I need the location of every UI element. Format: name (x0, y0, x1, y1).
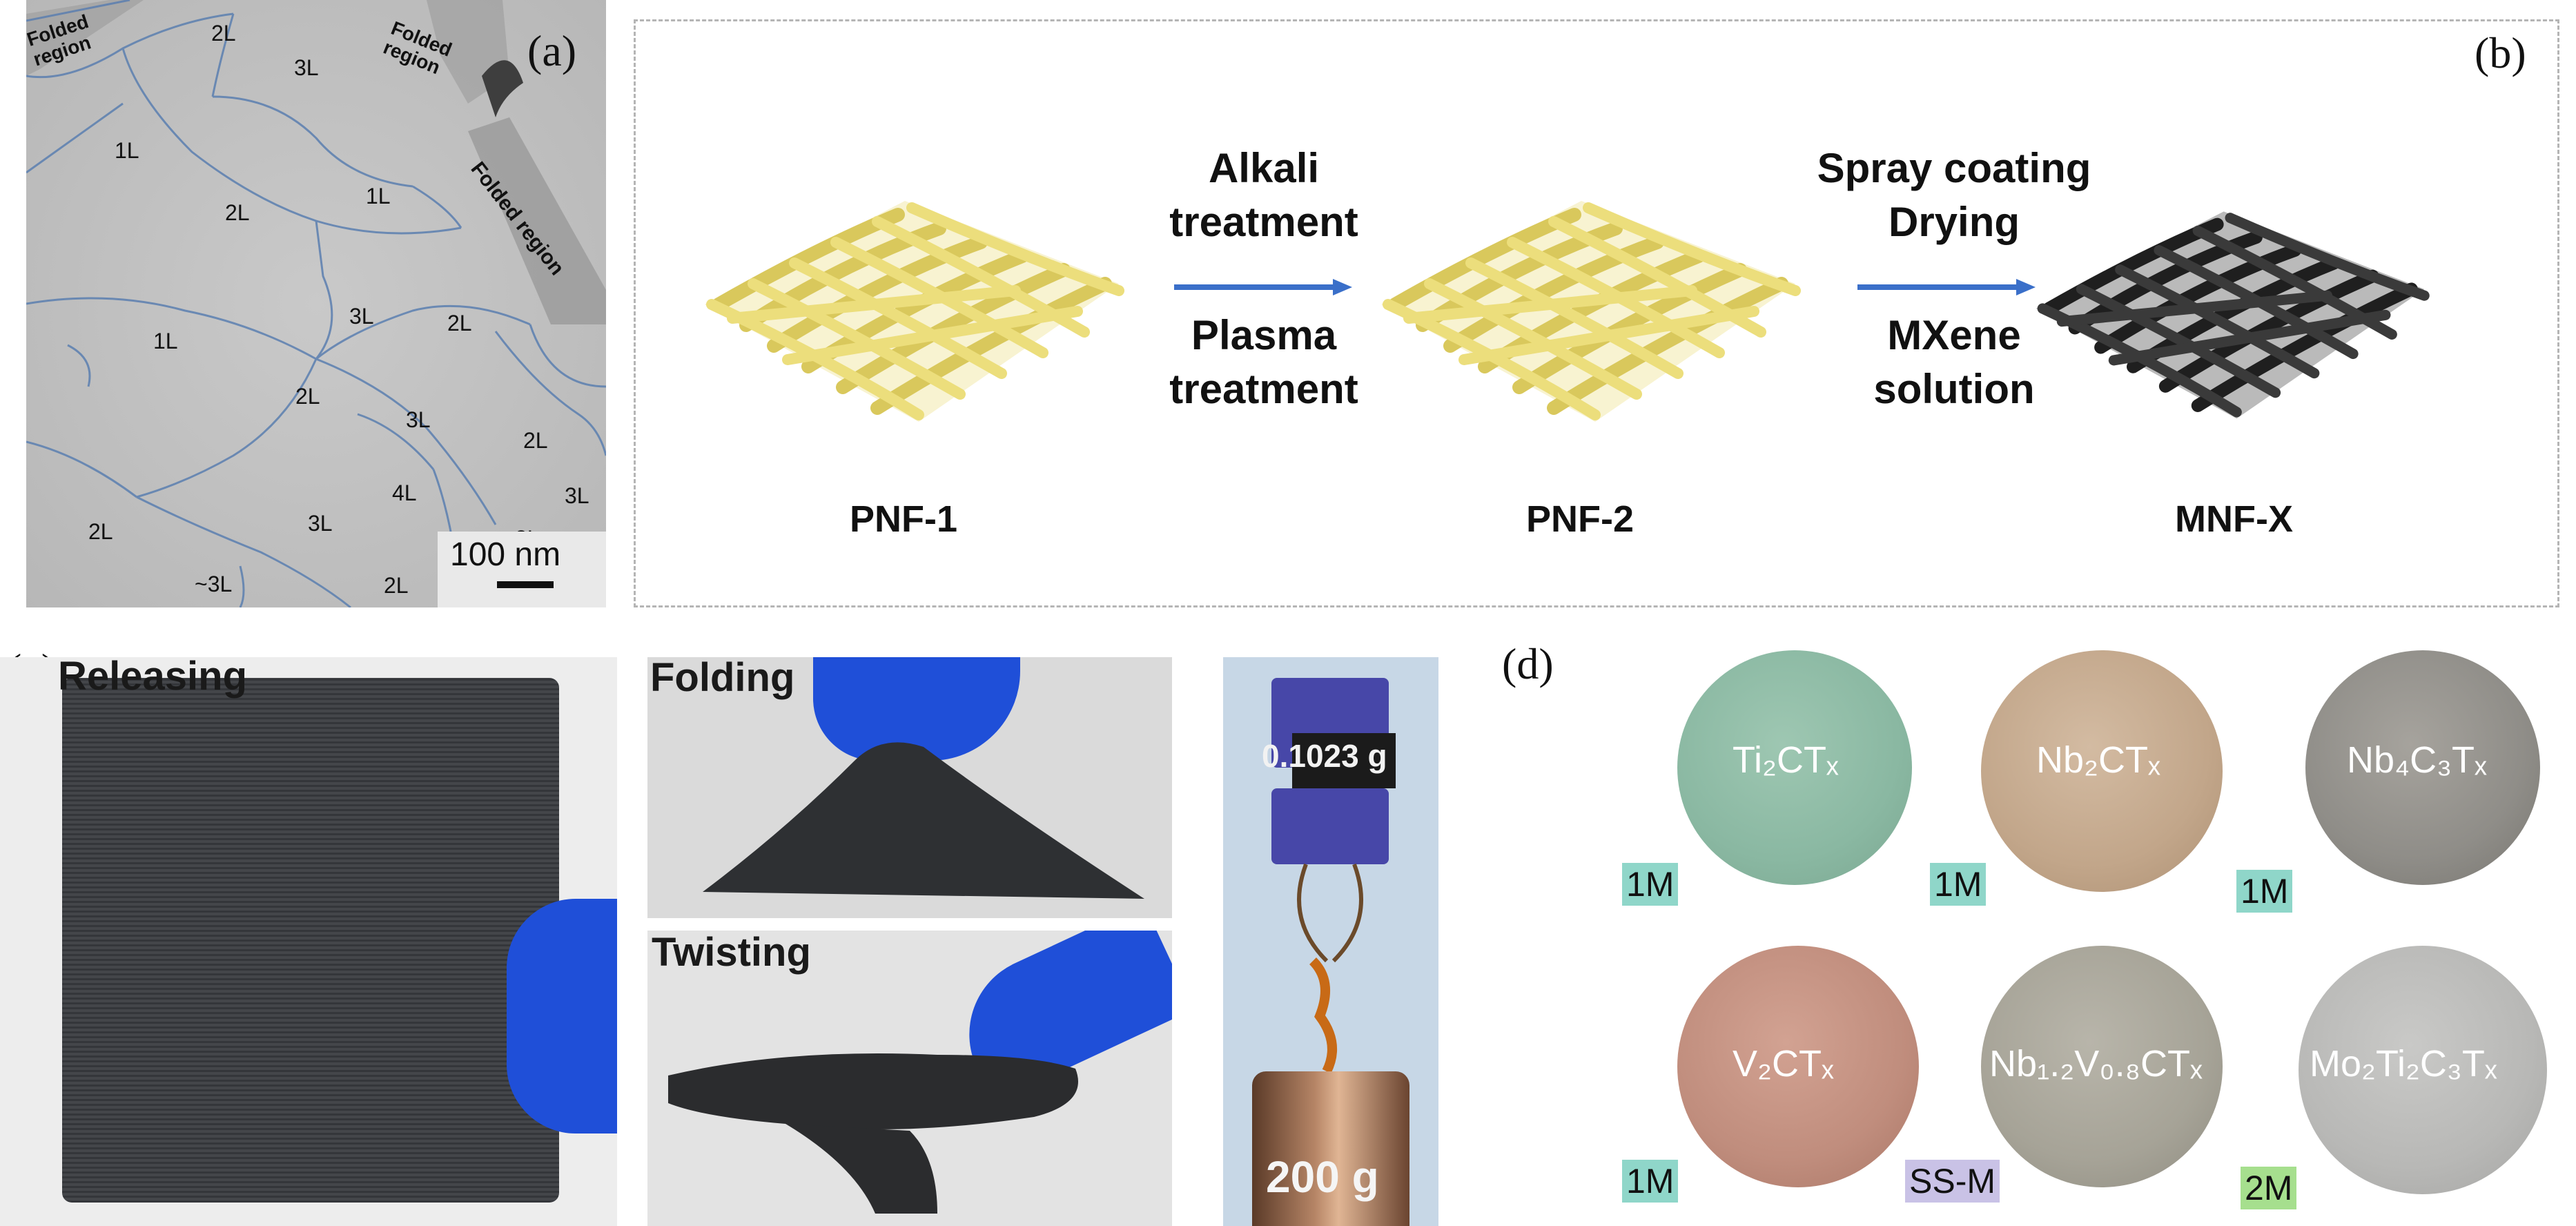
layer-label: 2L (523, 428, 548, 453)
disc-tag: 1M (1622, 1160, 1679, 1203)
panel-label-d: (d) (1502, 639, 1554, 688)
disc-formula: Nb₁.₂V₀.₈CTₓ (1989, 1043, 2203, 1084)
mxene-disc-nb4c3tx (2305, 650, 2540, 885)
photo-folding: Folding (647, 657, 1172, 918)
disc-tag: 1M (1930, 863, 1987, 906)
mnf-x-mat-icon (2036, 211, 2430, 419)
clip-bottom (1271, 788, 1389, 864)
disc-formula: Mo₂Ti₂C₃Tₓ (2310, 1043, 2497, 1084)
layer-label: 1L (366, 184, 391, 208)
fabric-sheet (62, 678, 559, 1203)
step1-bottom-line1: Plasma (1191, 312, 1337, 358)
mxene-disc-ti2ctx (1677, 650, 1912, 885)
caption-releasing: Releasing (58, 657, 247, 699)
layer-label: 1L (115, 138, 139, 163)
disc-formula: Nb₂CTₓ (2036, 739, 2160, 781)
mxene-disc-mo2ti2c3tx (2299, 946, 2547, 1194)
panel-label-b: (b) (2475, 28, 2526, 77)
step2-bottom-line2: solution (1873, 366, 2035, 412)
photo-weight-test: 0.1023 g 200 g (1223, 657, 1438, 1226)
panel-d-discs: Ti₂CTₓ 1M Nb₂CTₓ 1M Nb₄C₃Tₓ 1M V₂CTₓ 1M … (1608, 635, 2575, 1226)
layer-label: 3L (565, 483, 589, 508)
string (1297, 863, 1363, 1074)
arrow-right-icon (1857, 279, 2036, 295)
photo-releasing: Releasing (0, 657, 617, 1226)
caption-folding: Folding (650, 657, 795, 700)
layer-label: 1L (153, 329, 178, 353)
disc-tag: 1M (1622, 863, 1679, 906)
tem-image (26, 0, 606, 607)
weight-cylinder (1252, 1071, 1409, 1226)
mnf-x-label: MNF-X (2175, 498, 2293, 540)
scale-bar-label: 100 nm (450, 536, 561, 573)
pnf-2-label: PNF-2 (1526, 498, 1635, 540)
layer-label: 2L (447, 311, 472, 335)
layer-label: ~3L (195, 572, 233, 596)
disc-tag: SS-M (1905, 1160, 2000, 1203)
pnf-1-label: PNF-1 (850, 498, 958, 540)
glove (507, 899, 617, 1133)
disc-formula: Nb₄C₃Tₓ (2347, 739, 2487, 781)
pnf-1-mat-icon (705, 201, 1124, 422)
scale-display (1292, 733, 1396, 788)
layer-label: 2L (211, 21, 236, 46)
panel-a: Folded region Folded region Folded regio… (24, 0, 606, 607)
arrow-right-icon (1174, 279, 1352, 295)
mxene-disc-v2ctx (1677, 946, 1919, 1187)
panel-b: (b) (634, 19, 2559, 607)
mxene-disc-nb1.2v0.8ctx (1981, 946, 2223, 1187)
step1-bottom-line2: treatment (1169, 366, 1358, 412)
layer-label: 2L (88, 519, 113, 544)
weight-label: 200 g (1266, 1152, 1379, 1202)
step2-top-line2: Drying (1888, 199, 2020, 245)
pnf-2-mat-icon (1381, 201, 1801, 422)
disc-formula: V₂CTₓ (1733, 1043, 1834, 1084)
disc-tag: 2M (2241, 1167, 2297, 1209)
folded-fabric (703, 742, 1144, 899)
panel-label-a: (a) (527, 26, 577, 75)
scale-bar (497, 581, 554, 588)
disc-tag: 1M (2236, 870, 2293, 913)
layer-label: 3L (349, 304, 374, 329)
layer-label: 2L (384, 573, 409, 598)
layer-label: 3L (406, 407, 431, 432)
layer-label: 3L (308, 511, 333, 536)
layer-label: 3L (294, 55, 319, 80)
step2-top-line1: Spray coating (1817, 145, 2091, 191)
step1-top-line2: treatment (1169, 199, 1358, 245)
step1-top-line1: Alkali (1208, 145, 1320, 191)
caption-twisting: Twisting (652, 931, 811, 975)
layer-label: 4L (392, 480, 417, 505)
scale-reading: 0.1023 g (1262, 738, 1387, 774)
photo-twisting: Twisting (647, 931, 1172, 1226)
layer-label: 2L (295, 384, 320, 409)
twisted-fabric (668, 1053, 1078, 1214)
scale-bar-box: 100 nm (438, 532, 606, 607)
disc-formula: Ti₂CTₓ (1733, 739, 1839, 781)
step2-bottom-line1: MXene (1887, 312, 2021, 358)
mxene-disc-nb2ctx (1981, 650, 2223, 892)
layer-label: 2L (225, 200, 250, 225)
